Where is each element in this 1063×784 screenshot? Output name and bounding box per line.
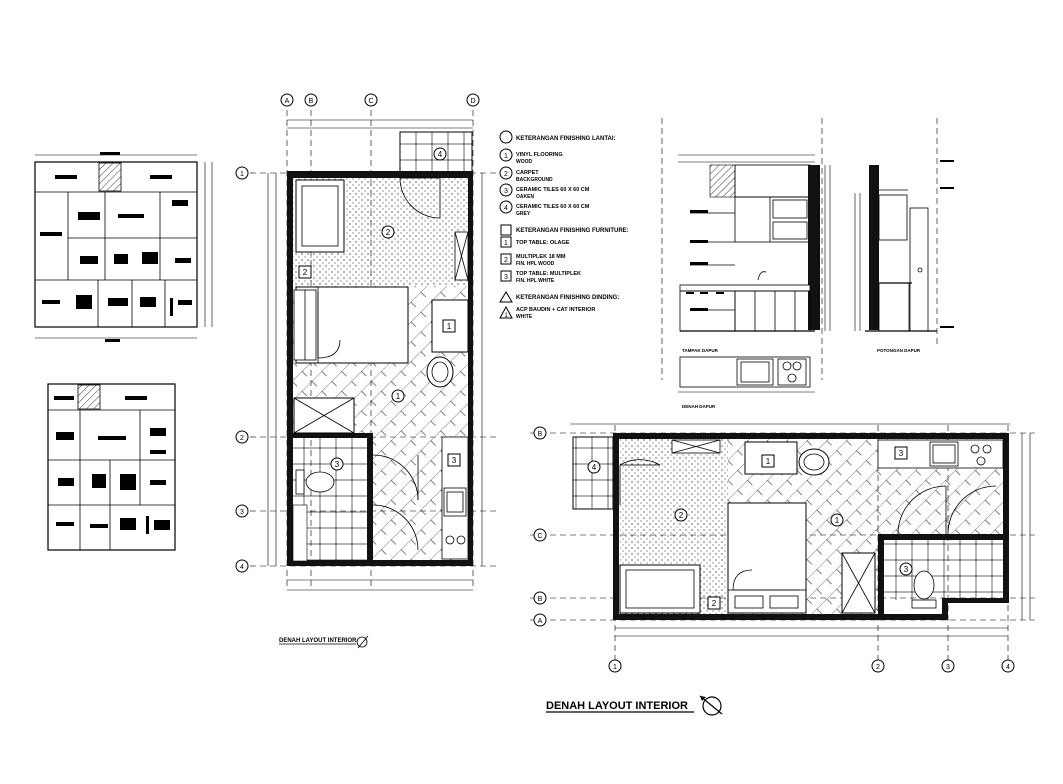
plan-1-grid-bubbles: A B C D 1 2 3 4 — [235, 93, 480, 573]
room-tag: 1 — [396, 392, 401, 401]
legend-num: 2 — [504, 257, 508, 264]
furniture-tag: 2 — [712, 599, 717, 608]
legend-furniture-heading: KETERANGAN FINISHING FURNITURE: — [516, 228, 629, 234]
kitchen-section: POTONGAN DAPUR — [854, 118, 954, 353]
legend-num: 3 — [504, 188, 508, 195]
grid-label: C — [368, 98, 373, 105]
main-title-block: DENAH LAYOUT INTERIOR — [546, 695, 723, 716]
grid-label: 4 — [240, 564, 244, 571]
legend-item: ACP BAUDIN + CAT INTERIOR — [516, 307, 595, 313]
furniture-tag: 3 — [452, 456, 457, 465]
elevation-label: TAMPAK DAPUR — [682, 348, 719, 353]
legend-sub: BACKGROUND — [516, 177, 553, 183]
legend-num: 1 — [504, 240, 508, 247]
plan-2-horizontal — [530, 423, 1035, 668]
cabinet-detail-top — [34, 152, 213, 342]
grid-label: 4 — [1006, 664, 1010, 671]
legend-item: TOP TABLE: OLAGE — [516, 240, 570, 246]
legend-num: 2 — [504, 171, 508, 178]
legend-sub: FIN. HPL WOOD — [516, 261, 555, 267]
room-tag: 4 — [438, 150, 443, 159]
grid-label: 3 — [946, 664, 950, 671]
room-tag: 1 — [835, 516, 840, 525]
furniture-tag: 3 — [899, 449, 904, 458]
legend-num: 3 — [504, 274, 508, 281]
legend: KETERANGAN FINISHING LANTAI: 1 VINYL FLO… — [499, 130, 629, 320]
grid-label: B — [538, 431, 543, 438]
north-arrow-icon — [702, 696, 722, 716]
room-tag: 2 — [679, 511, 684, 520]
grid-label: D — [470, 98, 475, 105]
legend-sub: FIN. HPL WHITE — [516, 278, 555, 284]
legend-num: 1 — [504, 153, 508, 160]
furniture-tag: 1 — [447, 322, 452, 331]
plan-1-tags: 4 2 1 3 1 2 3 — [298, 147, 461, 471]
legend-sub: WHITE — [516, 314, 533, 320]
legend-floor-heading: KETERANGAN FINISHING LANTAI: — [516, 136, 616, 142]
plan-2-tags: 4 2 1 3 1 3 2 — [587, 446, 913, 610]
grid-label: 2 — [876, 664, 880, 671]
plan-1-vertical — [250, 100, 500, 591]
grid-label: A — [285, 98, 290, 105]
legend-item: CARPET — [516, 170, 539, 176]
legend-wall-heading: KETERANGAN FINISHING DINDING: — [516, 295, 619, 301]
legend-item: CERAMIC TILES 60 X 60 CM — [516, 204, 590, 210]
kitchen-elevation: TAMPAK DAPUR DENAH DAPUR — [661, 118, 831, 409]
furniture-tag: 2 — [303, 268, 308, 277]
cabinet-detail-bottom — [47, 383, 176, 551]
legend-item: CERAMIC TILES 60 X 60 CM — [516, 187, 590, 193]
room-tag: 3 — [335, 460, 340, 469]
grid-label: 1 — [613, 664, 617, 671]
grid-label: B — [538, 596, 543, 603]
room-tag: 2 — [386, 228, 391, 237]
plan-1-title: DENAH LAYOUT INTERIOR — [279, 635, 369, 649]
main-title: DENAH LAYOUT INTERIOR — [546, 700, 688, 712]
legend-sub: GREY — [516, 211, 531, 217]
legend-num: 1 — [504, 313, 508, 319]
grid-label: 3 — [240, 509, 244, 516]
elevation-label: DENAH DAPUR — [682, 404, 716, 409]
plan-1-title-text: DENAH LAYOUT INTERIOR — [279, 638, 357, 644]
grid-label: C — [537, 533, 542, 540]
plan-2-grid-bubbles: B C B A 1 2 3 4 — [533, 426, 1015, 673]
legend-sub: WOOD — [516, 159, 532, 165]
grid-label: 2 — [240, 435, 244, 442]
furniture-tag: 1 — [766, 457, 771, 466]
grid-label: A — [538, 618, 543, 625]
legend-num: 4 — [504, 205, 508, 212]
legend-sub: OAKEN — [516, 194, 534, 200]
elevation-label: POTONGAN DAPUR — [877, 348, 921, 353]
legend-item: MULTIPLEK 18 MM — [516, 254, 566, 260]
grid-label: 1 — [240, 171, 244, 178]
legend-item: VINYL FLOORING — [516, 152, 563, 158]
room-tag: 4 — [592, 463, 597, 472]
legend-item: TOP TABLE: MULTIPLEK — [516, 271, 581, 277]
grid-label: B — [309, 98, 314, 105]
room-tag: 3 — [904, 565, 909, 574]
